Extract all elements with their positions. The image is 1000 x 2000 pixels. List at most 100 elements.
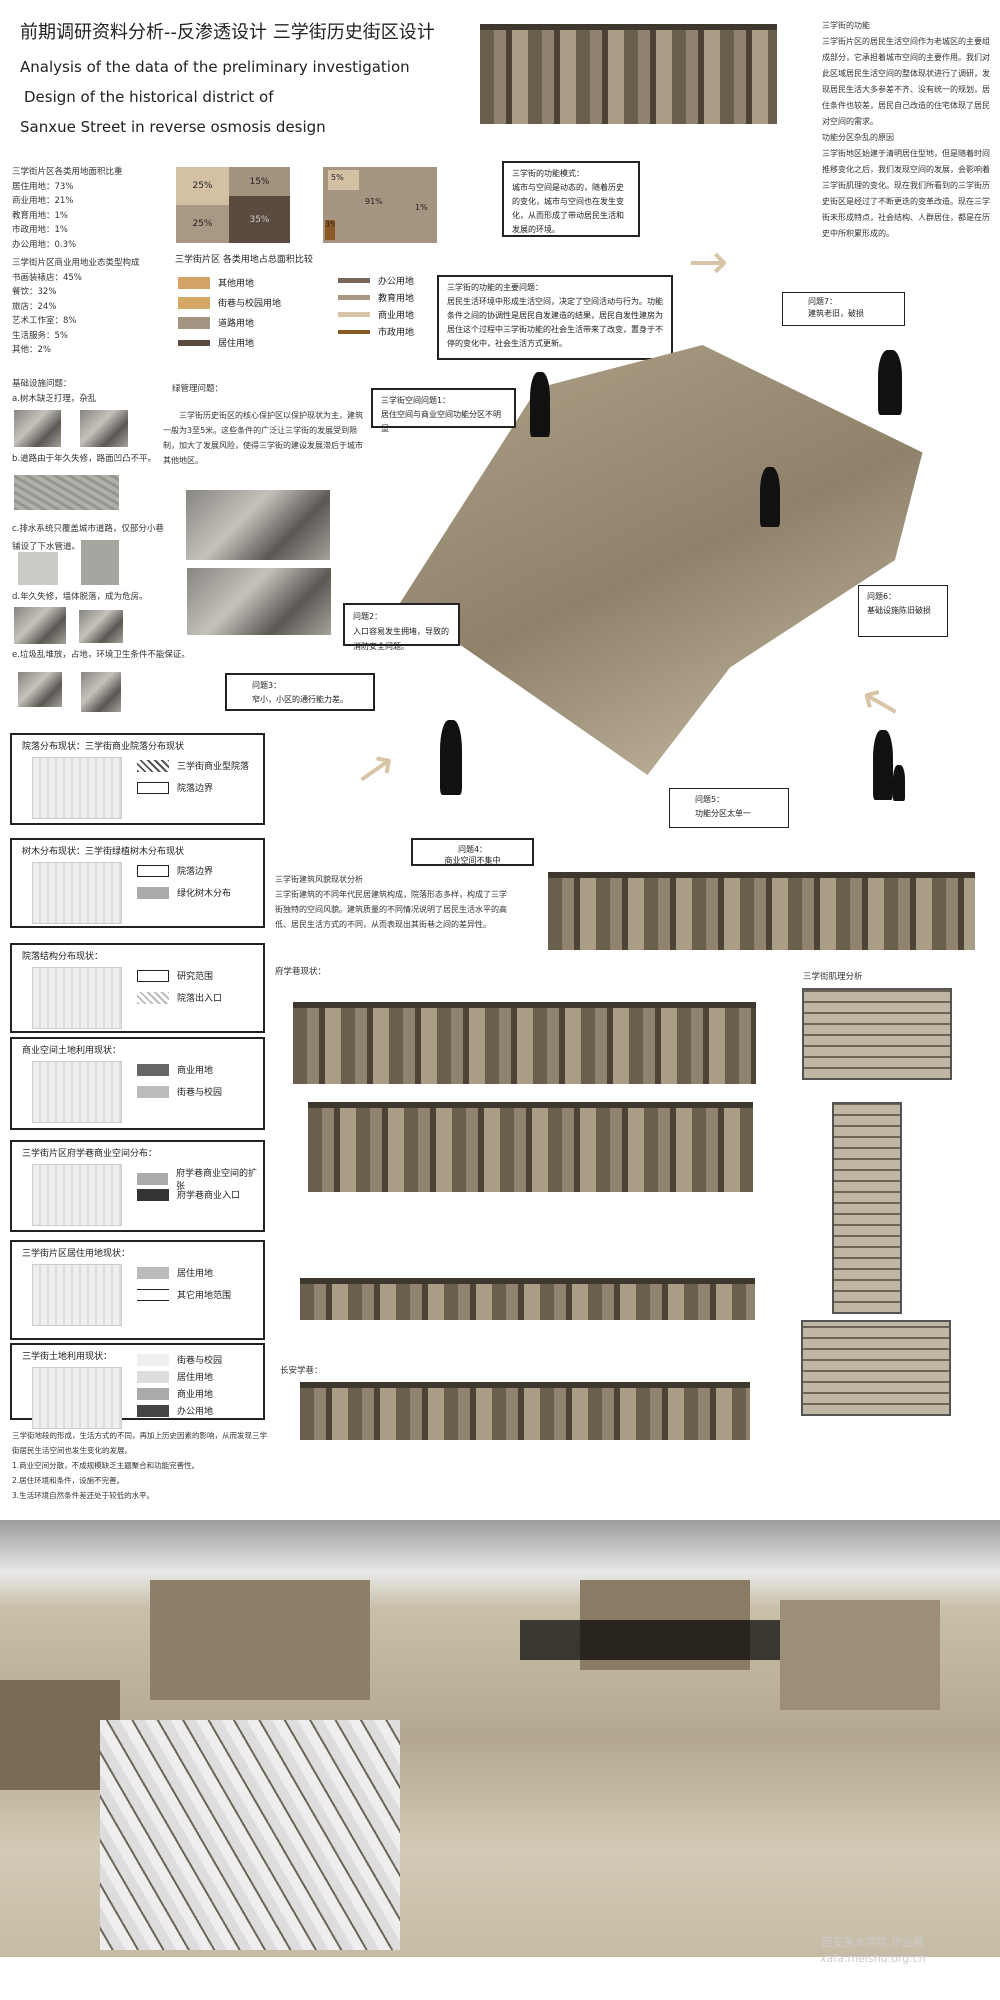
legend-item: 道路用地 — [178, 316, 254, 329]
box-heading: 问题3： — [252, 681, 282, 690]
design-rendering-image — [0, 1520, 1000, 1957]
legend-label: 办公用地 — [177, 1407, 214, 1417]
subtitle-en-2: Design of the historical district of — [24, 88, 274, 106]
map-legend-item: 三学街商业型院落 — [137, 759, 249, 772]
person-silhouette-icon — [878, 350, 902, 415]
land-stats: 三学街片区各类用地面积比重 居住用地：73% 商业用地：21% 教育用地：1% … — [12, 165, 162, 358]
map-legend-item: 研究范围 — [137, 969, 213, 982]
problem-3-box: 问题3：窄小，小区的通行能力差。 — [225, 673, 375, 711]
stat-line: 其他：2% — [12, 345, 51, 355]
building-elevation-image — [548, 872, 975, 950]
legend-label: 市政用地 — [378, 328, 415, 338]
legend-swatch — [178, 276, 210, 289]
street-elevation-3 — [300, 1278, 755, 1320]
map-legend-item: 其它用地范围 — [137, 1288, 231, 1301]
site-plan-image — [32, 1264, 122, 1326]
treemap-cell: 35% — [229, 196, 290, 243]
building-photo — [79, 610, 123, 643]
box-text: 城市与空间是动态的，随着历史的变化，城市与空间也在发生变化，从而形成了带动居民生… — [512, 183, 624, 234]
map-panel: 三学街土地利用现状： 街巷与校园居住用地商业用地办公用地 — [10, 1343, 265, 1429]
map-legend-item: 府学巷商业空间的扩张 — [137, 1166, 263, 1192]
box-text: 居民生活环境中形成生活空间，决定了空间活动与行为。功能条件之间的协调性是居民自发… — [447, 297, 663, 348]
street-elevation-4 — [300, 1382, 750, 1440]
map-title: 院落分布现状：三学街商业院落分布现状 — [22, 742, 185, 752]
watermark-school: 西安美术学院 毕业展 — [821, 1936, 925, 1949]
building-heading: 三学街建筑风貌现状分析 — [275, 875, 363, 884]
legend-label: 府学巷商业空间的扩张 — [175, 1169, 257, 1192]
map-legend-item: 办公用地 — [137, 1404, 213, 1417]
building-block — [780, 1600, 940, 1710]
map-panel: 三学街片区府学巷商业空间分布： 府学巷商业空间的扩张府学巷商业入口 — [10, 1140, 265, 1232]
site-plan-image — [32, 1061, 122, 1123]
legend-swatch — [137, 1288, 169, 1301]
problem-1-box: 三学街空间问题1：居住空间与商业空间功能分区不明显 — [371, 388, 516, 433]
map-legend-item: 院落边界 — [137, 864, 213, 877]
legend-swatch — [137, 1266, 169, 1279]
legend-label: 研究范围 — [177, 972, 214, 982]
box-text: 建筑老旧，破损 — [808, 309, 864, 318]
text-line: 三学街地段的形成，生活方式的不同，再加上历史因素的影响，从而发现三学街居民生活空… — [12, 1431, 267, 1455]
map-panel: 院落分布现状：三学街商业院落分布现状 三学街商业型院落院落边界 — [10, 733, 265, 825]
green-text: 三学街历史街区的核心保护区以保护现状为主，建筑一般为3至5米。这些条件的广泛让三… — [163, 411, 363, 465]
legend-label: 居住用地 — [218, 339, 255, 349]
stat-line: 书画装裱店：45% — [12, 272, 82, 283]
legend-label: 居住用地 — [177, 1269, 214, 1279]
watermark: 西安美术学院 毕业展 xafa.meishu.org.cn — [820, 1935, 926, 1967]
problem-4-box: 问题4：商业空间不集中 — [411, 838, 534, 866]
stat-line: 教育用地：1% — [12, 210, 68, 221]
infra-d: d.年久失修，墙体脱落，成为危房。 — [12, 592, 148, 602]
map-panel: 三学街片区居住用地现状： 居住用地其它用地范围 — [10, 1240, 265, 1340]
building-text: 三学街建筑风貌现状分析 三学街建筑的不同年代民居建筑构成，院落形态多样，构成了三… — [275, 872, 510, 932]
box-heading: 问题2： — [353, 612, 383, 621]
building-block — [150, 1580, 370, 1700]
box-heading: 三学街的功能模式： — [512, 169, 584, 178]
texture-plan-3 — [801, 1320, 951, 1416]
stat-line: 商业用地：21% — [12, 196, 74, 206]
legend-label: 居住用地 — [177, 1373, 214, 1383]
map-legend-item: 街巷与校园 — [137, 1085, 222, 1098]
func-mode-box: 三学街的功能模式： 城市与空间是动态的，随着历史的变化，城市与空间也在发生变化，从… — [502, 161, 640, 237]
legend-swatch — [137, 991, 169, 1004]
treemap-land-use: 25% 15% 25% 35% — [176, 167, 290, 243]
map-legend-item: 居住用地 — [137, 1266, 213, 1279]
function-paragraph: 三学街片区的居民生活空间作为老城区的主要组成部分，它承担着城市空间的主要作用。我… — [822, 37, 990, 126]
building-paragraph: 三学街建筑的不同年代民居建筑构成，院落形态多样，构成了三学街独特的空间风貌。建筑… — [275, 890, 507, 929]
legend-swatch — [338, 295, 370, 300]
box-text: 功能分区太单一 — [695, 809, 751, 818]
treemap-cell: 15% — [229, 167, 290, 196]
stat-line: 生活服务：5% — [12, 330, 68, 341]
treemap-business: 5% 91% 3% 1% — [323, 167, 437, 243]
legend-item: 教育用地 — [338, 291, 414, 304]
person-silhouette-icon — [440, 720, 462, 795]
legend-item: 其他用地 — [178, 276, 254, 289]
legend-label: 其它用地范围 — [177, 1291, 232, 1301]
legend-label: 院落出入口 — [177, 994, 223, 1004]
box-text: 入口容易发生拥堵，导致的消防安全问题。 — [353, 627, 449, 651]
legend-swatch — [178, 316, 210, 329]
legend-label: 商业用地 — [378, 311, 415, 321]
box-text: 商业空间不集中 — [444, 856, 501, 865]
child-silhouette-icon — [893, 765, 905, 801]
stat-line: 办公用地：0.3% — [12, 239, 77, 250]
legend-swatch — [137, 886, 169, 899]
drain-photo — [18, 552, 58, 585]
treemap-cell: 25% — [176, 167, 229, 205]
site-plan-image — [32, 862, 122, 924]
garbage-photo — [81, 672, 121, 712]
main-problem-box: 三学街的功能的主要问题：居民生活环境中形成生活空间，决定了空间活动与行为。功能条… — [437, 275, 673, 360]
legend-label: 绿化树木分布 — [177, 889, 232, 899]
map-panel: 院落结构分布现状： 研究范围院落出入口 — [10, 943, 265, 1033]
map-title: 树木分布现状：三学街绿植树木分布现状 — [22, 847, 185, 857]
legend-label: 院落边界 — [177, 784, 214, 794]
function-text: 三学街的功能 三学街片区的居民生活空间作为老城区的主要组成部分，它承担着城市空间… — [822, 18, 994, 242]
map-legend-item: 院落出入口 — [137, 991, 222, 1004]
infra-b: b.道路由于年久失修，路面凹凸不平。 — [12, 454, 157, 464]
treemap-cell: 25% — [176, 205, 229, 243]
infra-c: c.排水系统只覆盖城市道路，仅部分小巷铺设了下水管道。 — [12, 524, 164, 552]
arrow-upleft-icon: → — [848, 669, 912, 739]
text-line: 1.商业空间分散，不成规模缺乏主题聚合和功能完善性。 — [12, 1461, 200, 1470]
subtitle-en-3: Sanxue Street in reverse osmosis design — [20, 118, 326, 136]
map-title: 三学街片区府学巷商业空间分布： — [22, 1149, 158, 1159]
person-silhouette-icon — [873, 730, 893, 800]
legend-label: 院落边界 — [177, 867, 214, 877]
